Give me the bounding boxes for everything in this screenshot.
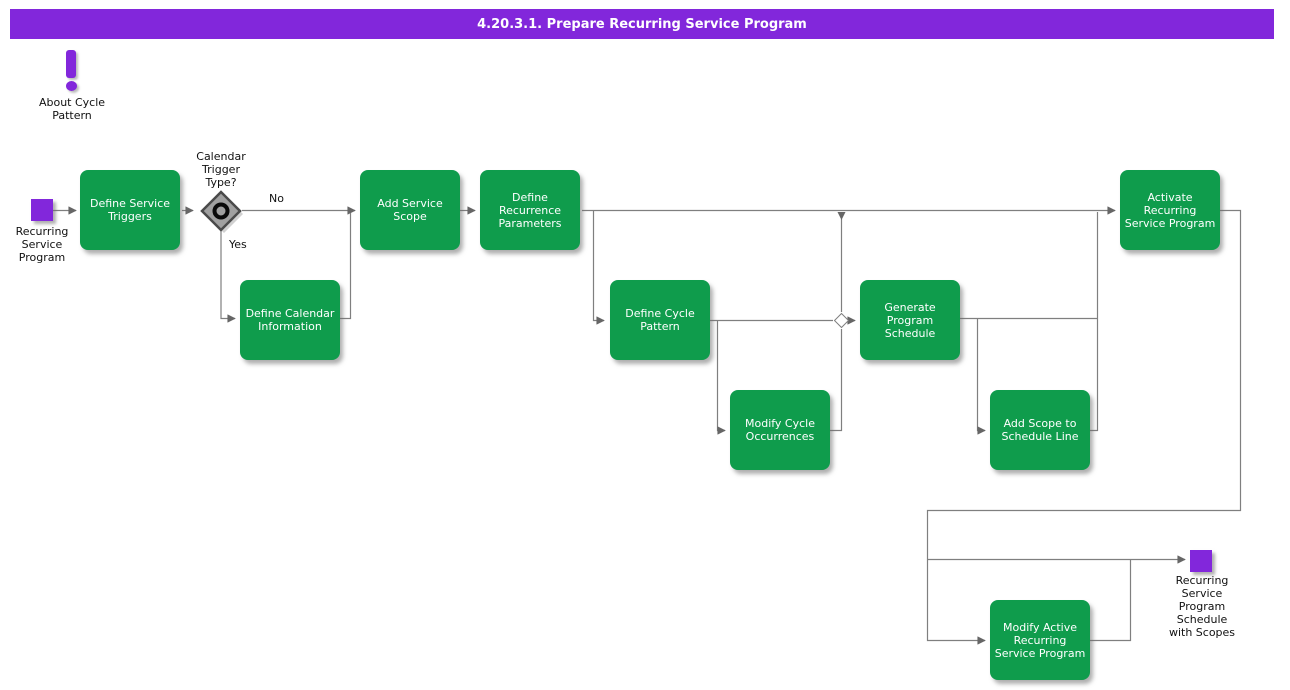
task-modify-active-recurring-service-program[interactable]: Modify Active Recurring Service Program	[990, 600, 1090, 680]
merge-diamond-connector	[833, 312, 850, 329]
task-define-recurrence-parameters[interactable]: Define Recurrence Parameters	[480, 170, 580, 250]
exclamation-icon-dot[interactable]	[66, 81, 77, 91]
diagram-title: 4.20.3.1. Prepare Recurring Service Prog…	[477, 16, 807, 32]
start-event-recurring-service-program[interactable]	[31, 199, 53, 221]
task-add-service-scope[interactable]: Add Service Scope	[360, 170, 460, 250]
gateway-yes-label: Yes	[229, 238, 247, 251]
task-generate-program-schedule[interactable]: Generate Program Schedule	[860, 280, 960, 360]
task-modify-cycle-occurrences[interactable]: Modify Cycle Occurrences	[730, 390, 830, 470]
connectors	[53, 206, 1242, 645]
gateway-no-label: No	[269, 192, 284, 205]
gateway-calendar-trigger-type[interactable]	[200, 190, 243, 233]
diagram-title-bar: 4.20.3.1. Prepare Recurring Service Prog…	[10, 9, 1274, 39]
task-add-scope-to-schedule-line[interactable]: Add Scope to Schedule Line	[990, 390, 1090, 470]
about-cycle-pattern-label[interactable]: About Cycle Pattern	[38, 96, 106, 122]
end-event-recurring-service-program-schedule[interactable]	[1190, 550, 1212, 572]
task-define-calendar-information[interactable]: Define Calendar Information	[240, 280, 340, 360]
branch-down-arrowhead	[837, 212, 846, 220]
task-activate-recurring-service-program[interactable]: Activate Recurring Service Program	[1120, 170, 1220, 250]
end-event-label: Recurring Service Program Schedule with …	[1168, 574, 1236, 639]
gateway-label: Calendar Trigger Type?	[196, 150, 246, 189]
task-define-cycle-pattern[interactable]: Define Cycle Pattern	[610, 280, 710, 360]
task-define-service-triggers[interactable]: Define Service Triggers	[80, 170, 180, 250]
exclamation-icon[interactable]	[66, 50, 76, 78]
start-event-label: Recurring Service Program	[15, 225, 69, 264]
gateway-circle-icon	[212, 202, 230, 220]
